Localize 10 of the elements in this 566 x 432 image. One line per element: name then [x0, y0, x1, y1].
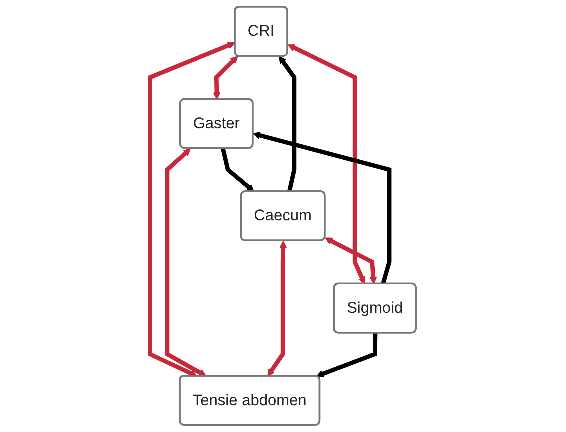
- arrow: [267, 241, 287, 377]
- arrow: [148, 42, 236, 377]
- arrow: [165, 148, 207, 377]
- arrow: [220, 148, 254, 192]
- arrow: [212, 56, 238, 100]
- arrow: [288, 44, 366, 284]
- arrow: [278, 56, 296, 192]
- arrow: [324, 238, 378, 284]
- arrow: [252, 132, 392, 285]
- arrow: [316, 333, 378, 378]
